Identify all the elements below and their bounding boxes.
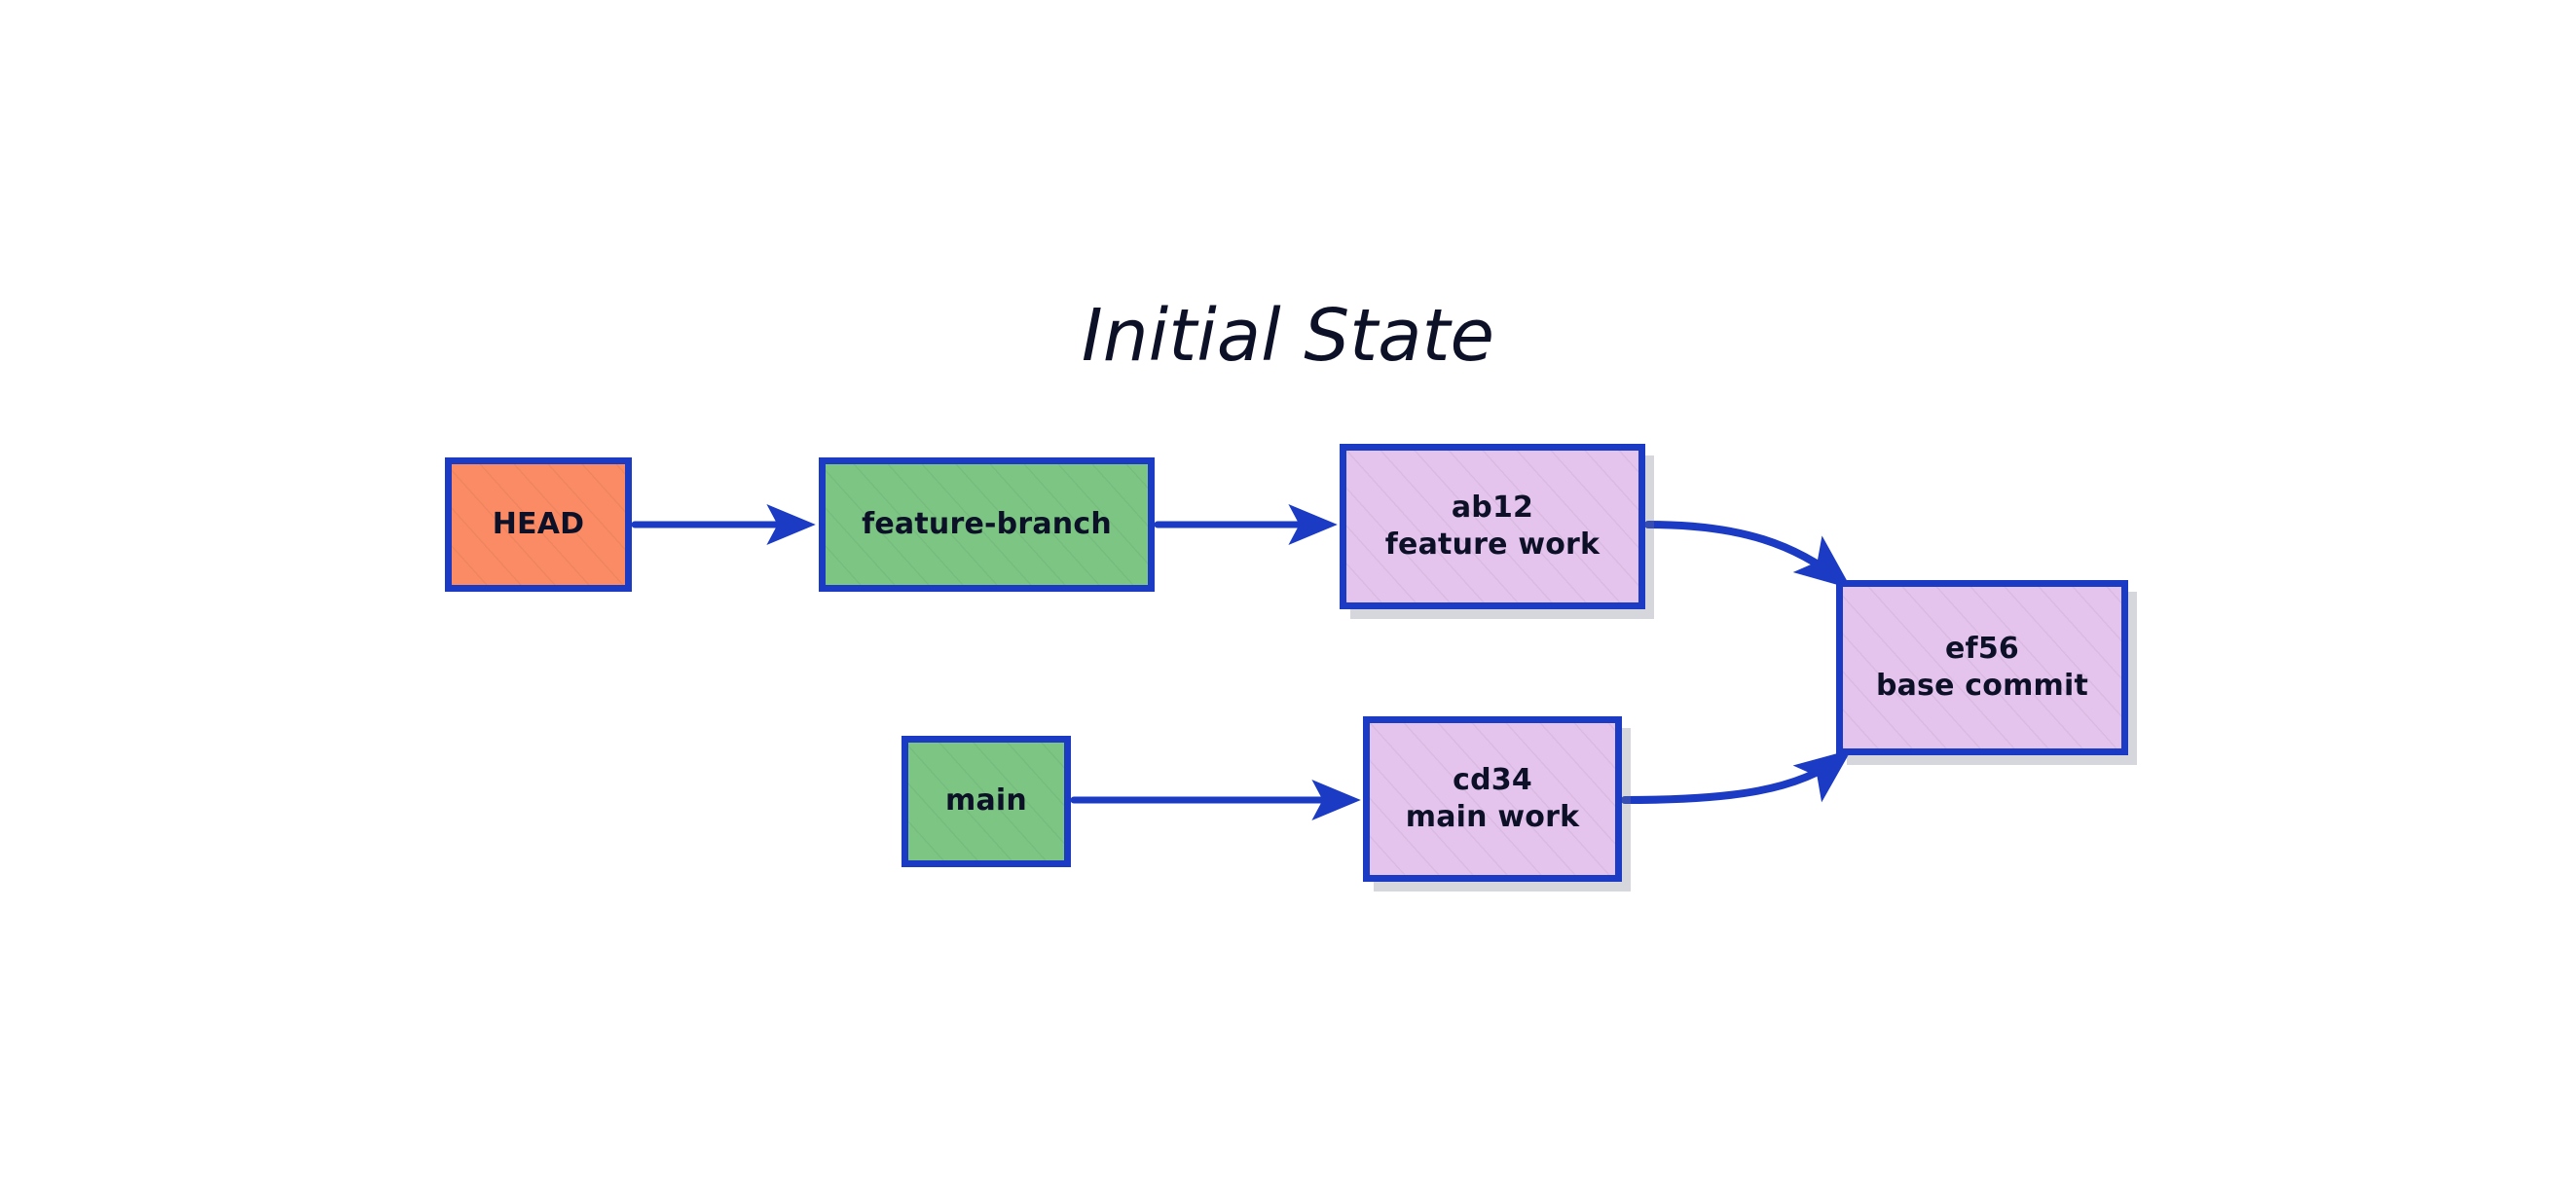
node-commit-ab12-label: ab12 feature work: [1384, 490, 1601, 562]
node-main[interactable]: main: [902, 736, 1071, 867]
node-head-label: HEAD: [492, 506, 585, 541]
node-commit-ef56[interactable]: ef56 base commit: [1836, 580, 2128, 755]
node-main-label: main: [945, 783, 1027, 819]
node-commit-cd34[interactable]: cd34 main work: [1363, 716, 1622, 882]
node-commit-cd34-label: cd34 main work: [1405, 762, 1580, 834]
edge-cd34-to-ef56: [1621, 749, 1852, 804]
page-title: Initial State: [1082, 294, 1494, 378]
node-head[interactable]: HEAD: [445, 457, 632, 592]
node-commit-ab12[interactable]: ab12 feature work: [1340, 444, 1645, 609]
node-feature-branch-label: feature-branch: [862, 506, 1112, 541]
edge-ab12-to-ef56: [1644, 521, 1852, 589]
node-feature-branch[interactable]: feature-branch: [819, 457, 1155, 592]
node-commit-ef56-label: ef56 base commit: [1875, 631, 2089, 703]
